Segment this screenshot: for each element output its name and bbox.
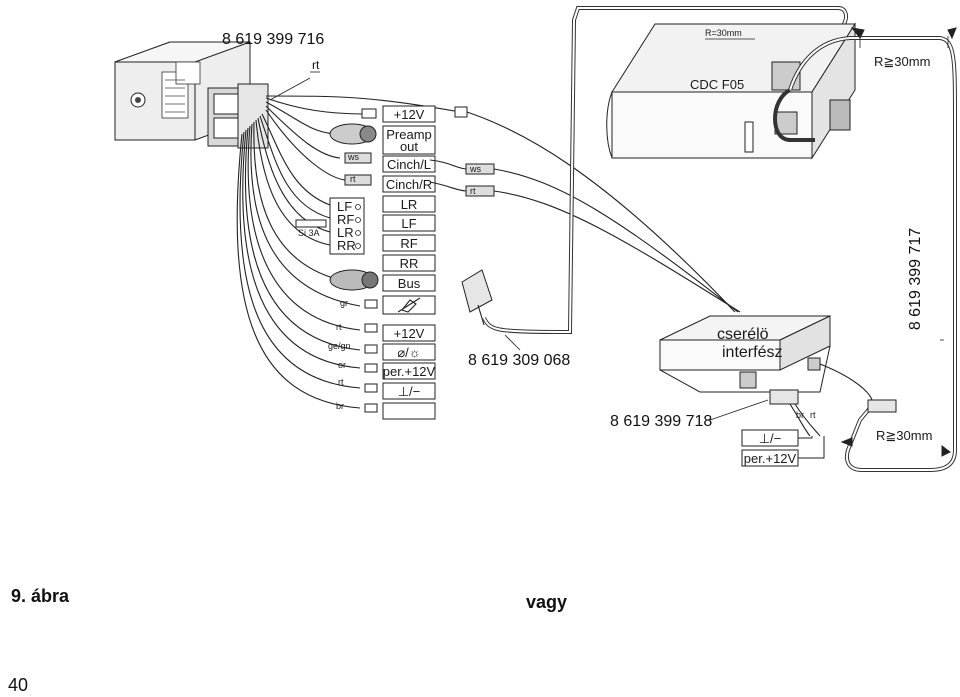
term-plus12: +12V xyxy=(394,326,425,341)
speaker-connector xyxy=(329,197,365,255)
wire-color-rt2: rt xyxy=(338,377,344,387)
phone-mute-icon xyxy=(397,297,421,313)
wire-color-gegn: ge/gn xyxy=(328,341,351,351)
figure-caption: 9. ábra xyxy=(11,586,70,606)
term-preamp: Preamp xyxy=(386,127,432,142)
cdc-label: CDC F05 xyxy=(690,77,744,92)
plug-rt-label: rt xyxy=(350,174,356,184)
term-lf: LF xyxy=(401,216,416,231)
fuse-label: Si 3A xyxy=(298,228,320,238)
term-cinch-r: Cinch/R xyxy=(386,177,432,192)
term-ign12: +12V xyxy=(394,107,425,122)
or-word: vagy xyxy=(526,592,568,612)
plug-ws-label: ws xyxy=(347,152,359,162)
wire-fan xyxy=(236,95,461,409)
speaker-rr: RR xyxy=(337,238,356,253)
cinch-ws-label: ws xyxy=(469,164,481,174)
radius-top-right: R≧30mm xyxy=(874,54,930,69)
wire-color-rt: rt xyxy=(336,322,342,332)
interface-line2: interfész xyxy=(722,344,782,361)
fuse-holder xyxy=(295,219,327,228)
iso-connector-block xyxy=(207,83,269,149)
radius-top: R=30mm xyxy=(705,28,742,38)
radius-arrows-bottom xyxy=(840,437,951,457)
speaker-rf: RF xyxy=(337,212,354,227)
term-lr: LR xyxy=(401,197,418,212)
speaker-lr: LR xyxy=(337,225,354,240)
bottom-per12-label: per.+12V xyxy=(744,451,797,466)
wire-color-gr: gr xyxy=(340,298,348,308)
terminal-label-boxes xyxy=(382,105,436,420)
term-rr: RR xyxy=(400,256,419,271)
part-number-changer: 8 619 399 717 xyxy=(907,227,925,331)
wire-label-rt: rt xyxy=(810,410,816,420)
radius-arrows-top-right xyxy=(850,27,957,48)
term-per12: ⊥/− xyxy=(398,384,421,399)
term-preamp-out: out xyxy=(400,139,418,154)
radius-bottom: R≧30mm xyxy=(876,428,932,443)
term-bus: Bus xyxy=(398,276,421,291)
wire-label-rt-top: rt xyxy=(312,58,320,72)
bottom-gnd-label: ⊥/− xyxy=(759,431,782,446)
term-cinch-l: Cinch/L xyxy=(387,157,431,172)
term-rf: RF xyxy=(400,236,417,251)
wire-label-br: br xyxy=(796,410,804,420)
antenna-adapter xyxy=(461,269,493,326)
page-number: 40 xyxy=(8,675,29,695)
part-number-harness: 8 619 399 716 xyxy=(222,31,325,48)
radio-chassis-drawing xyxy=(114,41,251,141)
changer-plug xyxy=(867,399,897,413)
interface-power-plug xyxy=(769,389,821,437)
interface-box-drawing xyxy=(659,315,831,393)
cinch-wires: ws rt xyxy=(429,106,741,313)
wire-color-or: or xyxy=(338,360,346,370)
speaker-lf: LF xyxy=(337,199,352,214)
interface-line1: cserélö xyxy=(717,326,769,343)
cinch-rt-label: rt xyxy=(470,186,476,196)
wire-color-br: br xyxy=(336,401,344,411)
term-ign12b: ⌀/☼ xyxy=(397,345,420,360)
wire-end-connectors xyxy=(329,108,379,413)
part-number-antenna: 8 619 309 068 xyxy=(468,352,571,369)
part-number-interface: 8 619 399 718 xyxy=(610,413,713,430)
term-light: per.+12V xyxy=(383,364,436,379)
